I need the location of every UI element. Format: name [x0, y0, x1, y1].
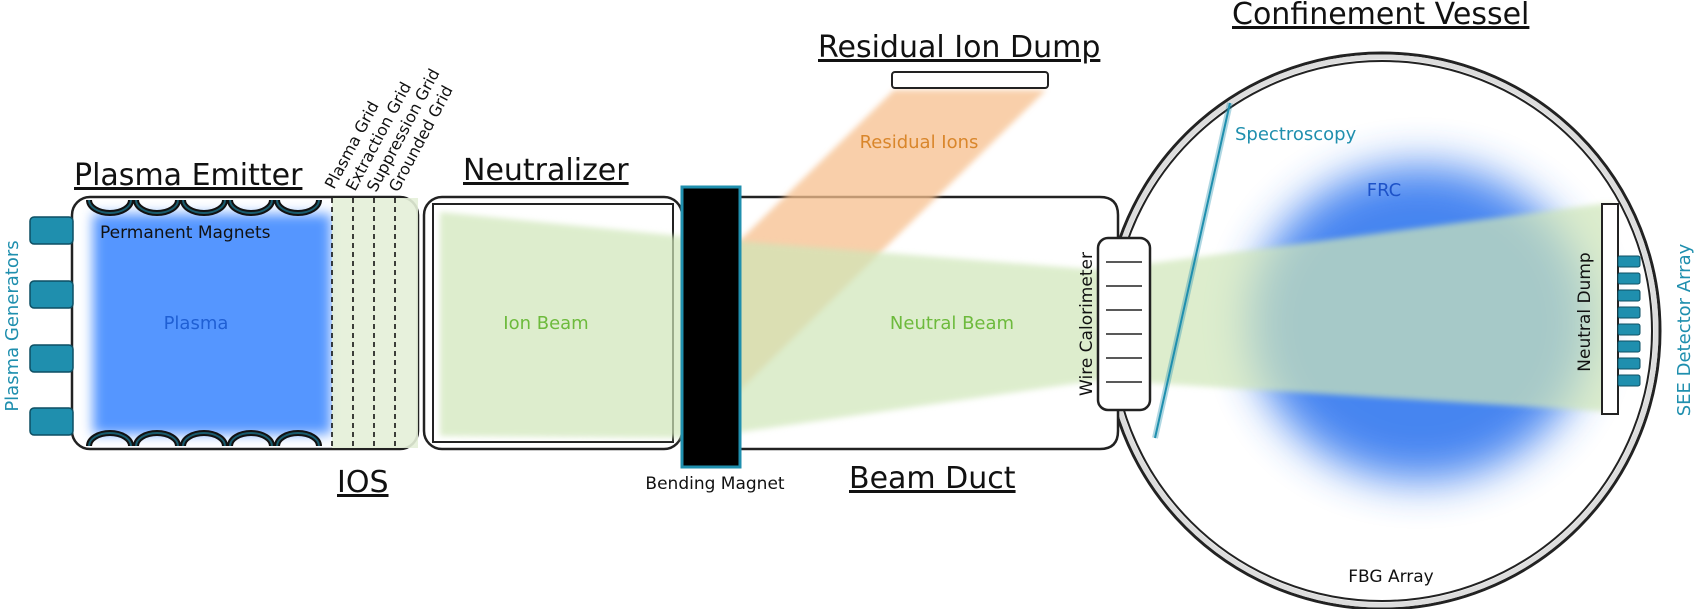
bending-magnet [680, 185, 742, 469]
neutral-beam-label: Neutral Beam [890, 313, 1014, 334]
see-detector-array [1617, 255, 1641, 387]
fbg-array-label: FBG Array [1348, 567, 1434, 587]
neutralizer-title: Neutralizer [463, 153, 629, 188]
magnet-arc-bottom-glow [182, 432, 226, 447]
plasma-generators [29, 216, 74, 436]
wire-calorimeter [1096, 236, 1152, 412]
plasma-label: Plasma [164, 313, 229, 334]
plasma-emitter-title: Plasma Emitter [74, 158, 303, 193]
permanent-magnets-label: Permanent Magnets [100, 223, 271, 243]
confinement-vessel-title: Confinement Vessel [1232, 0, 1529, 32]
magnet-arc-top-glow [88, 199, 132, 214]
label-plasma-emitter: Plasma Emitter [74, 158, 303, 193]
permanent-magnets-top [86, 199, 322, 216]
wire-calorimeter-label: Wire Calorimeter [1077, 252, 1097, 396]
spectroscopy-label: Spectroscopy [1235, 124, 1357, 145]
magnet-arc-top-glow [276, 199, 320, 214]
neutral-dump [1601, 203, 1619, 415]
residual-ion-dump [891, 71, 1049, 89]
magnet-arc-top-glow [182, 199, 226, 214]
permanent-magnets-bottom [86, 430, 322, 447]
ios-grids [331, 198, 396, 448]
residual-ions-label: Residual Ions [860, 132, 979, 153]
label-confinement-vessel: Confinement Vessel [1232, 0, 1529, 32]
label-residual-ion-dump: Residual Ion Dump [818, 30, 1100, 65]
magnet-arc-bottom-glow [135, 432, 179, 447]
beam-duct-title: Beam Duct [849, 461, 1016, 496]
residual-ion-dump-title: Residual Ion Dump [818, 30, 1100, 65]
spectroscopy-line [1152, 102, 1233, 439]
magnet-arc-bottom-glow [88, 432, 132, 447]
magnet-arc-top-glow [135, 199, 179, 214]
magnet-arc-top-glow [229, 199, 273, 214]
label-beam-duct: Beam Duct [849, 461, 1016, 496]
ion-beam-label: Ion Beam [503, 313, 588, 334]
frc-label: FRC [1367, 180, 1402, 201]
see-detector-array-label: SEE Detector Array [1674, 243, 1695, 416]
ios-title: IOS [337, 465, 389, 500]
magnet-arc-bottom-glow [276, 432, 320, 447]
plasma-emitter-box [70, 195, 420, 451]
magnet-arc-bottom-glow [229, 432, 273, 447]
bending-magnet-label: Bending Magnet [645, 474, 784, 494]
label-neutralizer: Neutralizer [463, 153, 629, 188]
neutral-dump-label: Neutral Dump [1575, 252, 1595, 371]
label-ios: IOS [337, 465, 389, 500]
plasma-generators-label: Plasma Generators [2, 240, 23, 411]
